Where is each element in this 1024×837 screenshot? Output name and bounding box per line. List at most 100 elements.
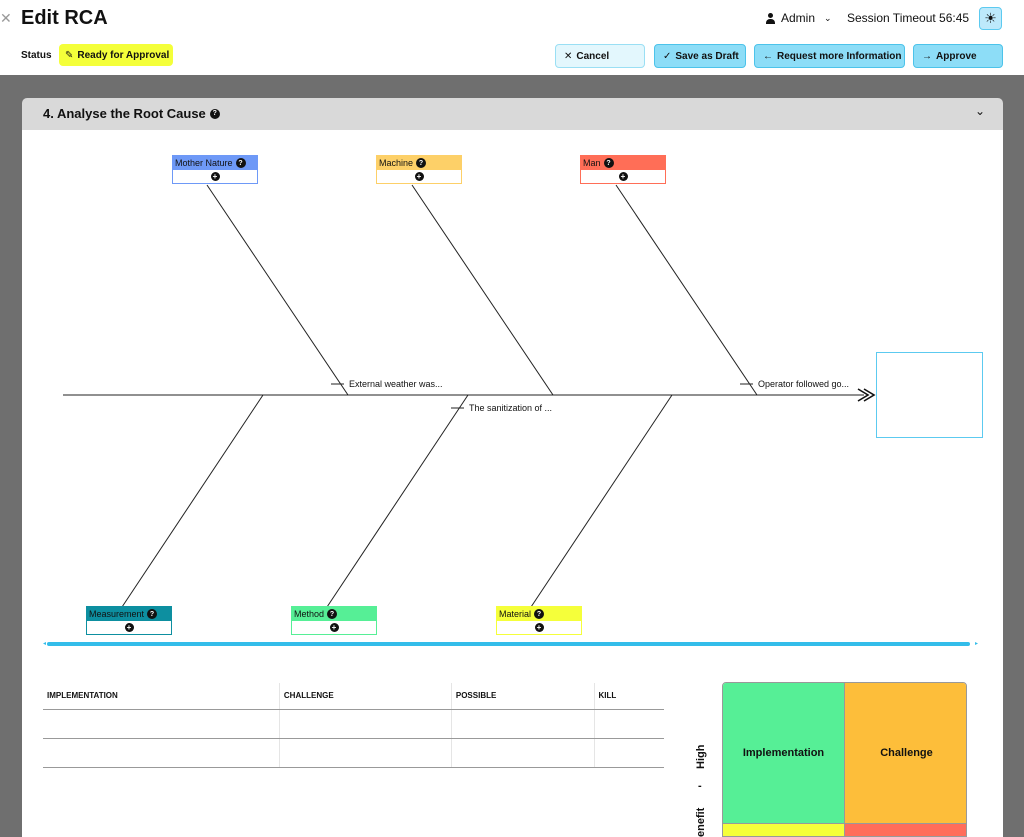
- arrow-head-1: [857, 388, 870, 402]
- column-header: IMPLEMENTATION: [43, 683, 280, 710]
- plus-icon: +: [329, 623, 339, 632]
- help-icon[interactable]: ?: [235, 158, 246, 168]
- help-icon[interactable]: ?: [416, 158, 427, 168]
- status-bar: Status ✎ Ready for Approval ✕ Cancel ✓ S…: [0, 38, 1024, 75]
- column-header: POSSIBLE: [450, 683, 595, 710]
- request-info-button[interactable]: ← Request more Information: [754, 44, 905, 68]
- table-row: [43, 738, 664, 768]
- page-title: Edit RCA: [21, 7, 108, 29]
- help-icon[interactable]: ?: [209, 108, 220, 119]
- category-man: Man ? +: [580, 155, 666, 184]
- user-menu[interactable]: Admin ⌄: [765, 11, 832, 25]
- category-label: Man: [583, 158, 601, 168]
- approve-button[interactable]: → Approve: [913, 44, 1003, 68]
- category-method: Method ? +: [291, 606, 377, 635]
- approve-label: Approve: [936, 50, 977, 62]
- status-badge-label: Ready for Approval: [77, 49, 170, 61]
- pencil-icon: ✎: [65, 49, 74, 61]
- add-cause-button[interactable]: +: [497, 621, 581, 634]
- category-machine: Machine ? +: [376, 155, 462, 184]
- scroll-right-icon[interactable]: ▸: [975, 641, 979, 647]
- check-icon: ✓: [663, 50, 672, 62]
- solutions-table: IMPLEMENTATION CHALLENGE POSSIBLE KILL: [43, 683, 664, 768]
- add-cause-button[interactable]: +: [581, 170, 665, 183]
- user-name: Admin: [781, 11, 816, 25]
- status-label: Status: [21, 50, 52, 61]
- category-label: Mother Nature: [175, 158, 233, 168]
- bone-mother-nature: [206, 184, 349, 396]
- cancel-label: Cancel: [576, 50, 610, 62]
- save-draft-button[interactable]: ✓ Save as Draft: [654, 44, 746, 68]
- table-cell[interactable]: [450, 709, 595, 739]
- arrow-left-icon: ←: [763, 50, 773, 62]
- category-label: Machine: [379, 158, 414, 168]
- plus-icon: +: [210, 172, 220, 181]
- column-header: CHALLENGE: [278, 683, 452, 710]
- help-icon[interactable]: ?: [147, 609, 158, 619]
- help-icon[interactable]: ?: [603, 158, 614, 168]
- plus-icon: +: [124, 623, 134, 632]
- matrix-axis-high: High: [695, 744, 707, 770]
- plus-icon: +: [534, 623, 544, 632]
- table-cell[interactable]: [593, 738, 664, 768]
- category-header: Machine ?: [377, 156, 461, 170]
- close-icon: ✕: [564, 50, 573, 62]
- panel-title-text: 4. Analyse the Root Cause: [43, 106, 206, 121]
- table-cell[interactable]: [450, 738, 595, 768]
- category-label: Measurement: [89, 609, 145, 619]
- category-header: Method ?: [292, 607, 376, 621]
- add-cause-button[interactable]: +: [173, 170, 257, 183]
- arrow-right-icon: →: [922, 50, 932, 62]
- fishbone-diagram: [63, 184, 876, 608]
- matrix-cell-challenge[interactable]: Challenge: [845, 683, 966, 823]
- chevron-down-icon: ⌄: [824, 12, 832, 23]
- session-timeout: Session Timeout 56:45: [847, 11, 970, 25]
- chevron-down-icon[interactable]: ⌄: [974, 104, 985, 118]
- table-cell[interactable]: [593, 709, 664, 739]
- matrix-axis-separator: -: [698, 780, 702, 792]
- bone-method: [326, 394, 469, 608]
- request-info-label: Request more Information: [777, 50, 902, 62]
- user-icon: [765, 12, 776, 24]
- table-cell[interactable]: [43, 709, 280, 739]
- plus-icon: +: [414, 172, 424, 181]
- table-cell[interactable]: [278, 738, 452, 768]
- horizontal-scrollbar[interactable]: [47, 642, 970, 646]
- add-cause-button[interactable]: +: [292, 621, 376, 634]
- bone-material: [530, 394, 673, 608]
- category-header: Mother Nature ?: [173, 156, 257, 170]
- status-badge: ✎ Ready for Approval: [59, 44, 173, 66]
- category-header: Man ?: [581, 156, 665, 170]
- table-row: [43, 709, 664, 739]
- matrix-axis-benefit: enefit: [695, 807, 707, 837]
- matrix-cell-possible[interactable]: [723, 823, 845, 836]
- cause-label[interactable]: Operator followed go...: [758, 379, 850, 389]
- bone-machine: [411, 184, 554, 396]
- table-cell[interactable]: [278, 709, 452, 739]
- add-cause-button[interactable]: +: [377, 170, 461, 183]
- cause-label[interactable]: External weather was...: [349, 379, 443, 389]
- category-header: Material ?: [497, 607, 581, 621]
- top-bar: ✕ Edit RCA Admin ⌄ Session Timeout 56:45…: [0, 0, 1024, 38]
- panel-header[interactable]: 4. Analyse the Root Cause ? ⌄: [22, 98, 1003, 130]
- matrix-cell-implementation[interactable]: Implementation: [723, 683, 845, 823]
- problem-statement-box[interactable]: [876, 352, 983, 438]
- table-cell[interactable]: [43, 738, 280, 768]
- cancel-button[interactable]: ✕ Cancel: [555, 44, 645, 68]
- cause-label[interactable]: The sanitization of ...: [469, 403, 553, 413]
- matrix-cell-kill[interactable]: [845, 823, 966, 836]
- close-icon[interactable]: ✕: [0, 10, 12, 26]
- save-draft-label: Save as Draft: [675, 50, 739, 62]
- add-cause-button[interactable]: +: [87, 621, 171, 634]
- plus-icon: +: [618, 172, 628, 181]
- help-icon[interactable]: ?: [327, 609, 338, 619]
- category-material: Material ? +: [496, 606, 582, 635]
- bone-man: [615, 184, 758, 396]
- category-measurement: Measurement ? +: [86, 606, 172, 635]
- theme-toggle-button[interactable]: ☀: [979, 7, 1002, 30]
- scroll-left-icon[interactable]: ◂: [43, 641, 47, 647]
- help-icon[interactable]: ?: [534, 609, 545, 619]
- category-label: Material: [499, 609, 532, 619]
- category-header: Measurement ?: [87, 607, 171, 621]
- column-header: KILL: [593, 683, 664, 710]
